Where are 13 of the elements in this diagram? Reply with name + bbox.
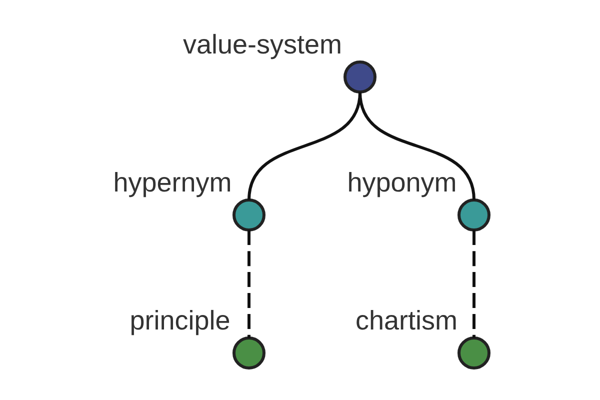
node-circle (344, 60, 376, 94)
node-label: principle (130, 306, 230, 336)
node-circle (458, 336, 490, 370)
node-circle (232, 336, 266, 370)
node-label: chartism (355, 306, 458, 336)
node-circle (458, 198, 490, 232)
node-label: hypernym (113, 168, 232, 198)
node-circle (232, 198, 266, 232)
node-label: value-system (182, 30, 342, 60)
connector (248, 230, 250, 338)
node-label: hyponym (347, 168, 457, 198)
connector (358, 92, 476, 200)
connector (472, 230, 476, 338)
